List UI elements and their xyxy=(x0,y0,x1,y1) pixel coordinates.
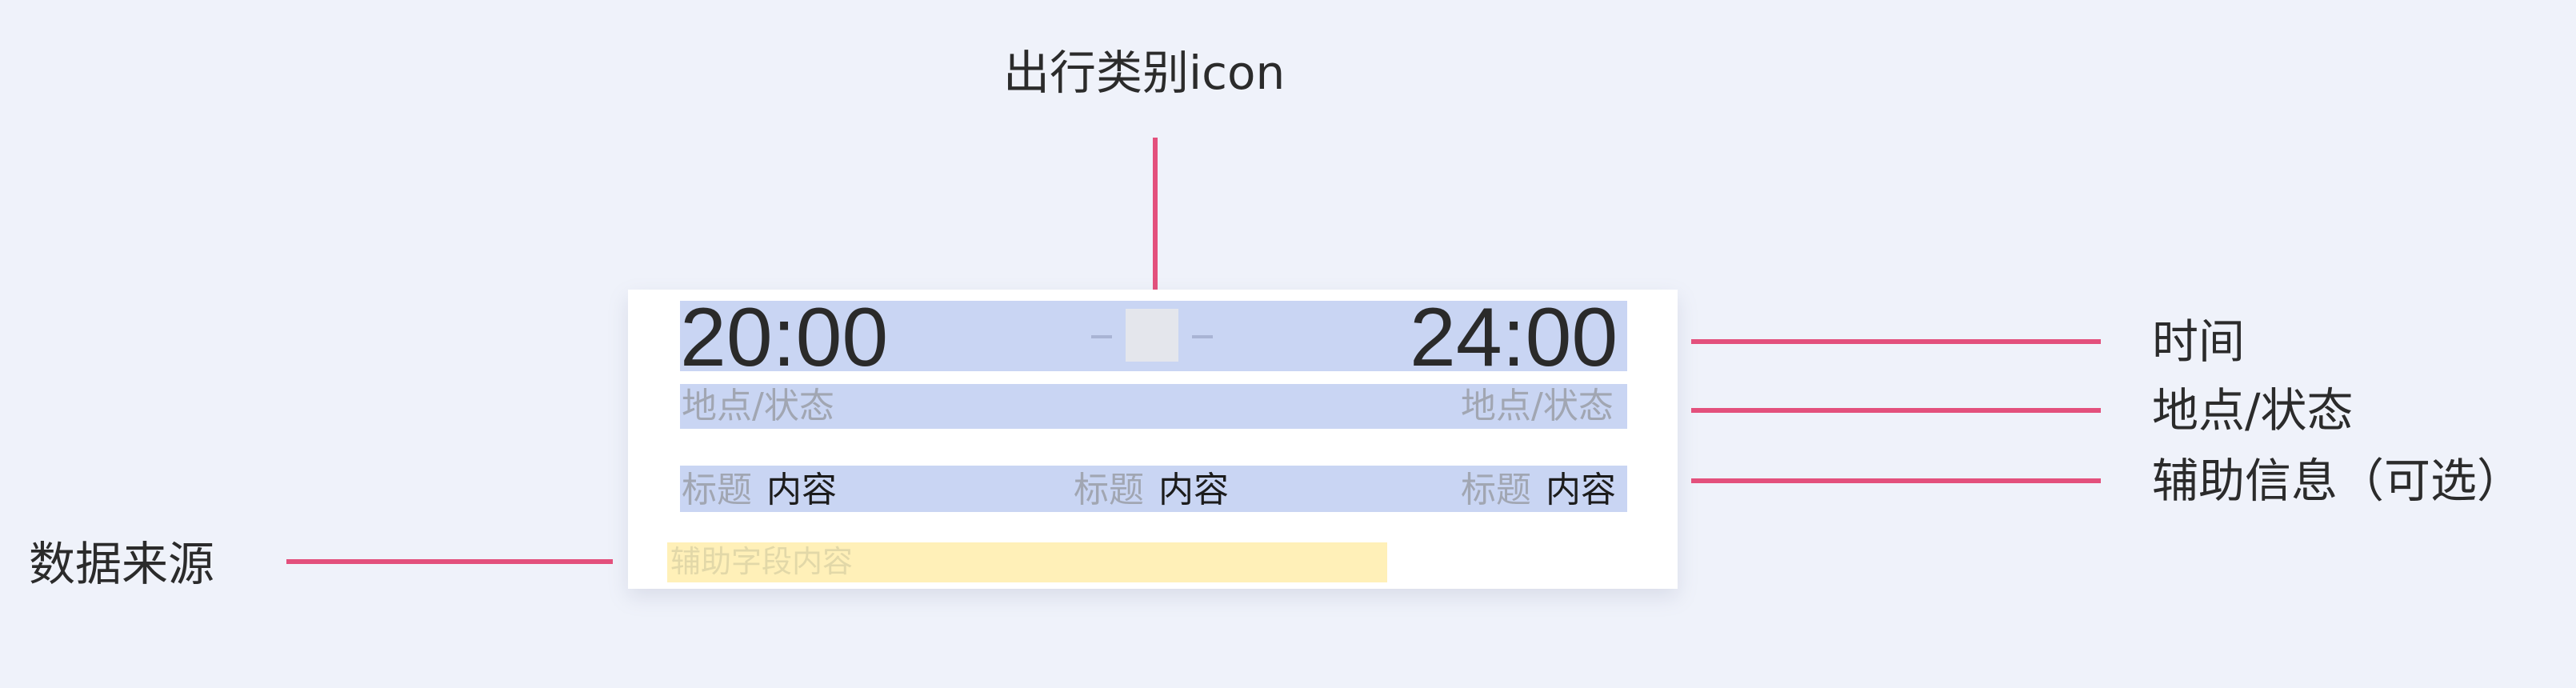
start-time: 20:00 xyxy=(680,291,889,384)
aux-row-highlight xyxy=(680,466,1627,512)
location-row-highlight xyxy=(680,384,1627,429)
location-pointer-line xyxy=(1691,408,2101,413)
info-content: 内容 xyxy=(766,470,837,510)
time-pointer-line xyxy=(1691,339,2101,344)
aux-pointer-line xyxy=(1691,478,2101,483)
icon-annotation-label: 出行类别icon xyxy=(1003,46,1286,100)
info-title: 标题 xyxy=(1074,470,1144,510)
info-item-2: 标题 内容 xyxy=(1074,470,1229,510)
source-pointer-line xyxy=(286,559,613,564)
time-annotation-label: 时间 xyxy=(2152,314,2246,369)
end-time: 24:00 xyxy=(1410,291,1618,384)
location-right: 地点/状态 xyxy=(1461,386,1614,426)
location-left: 地点/状态 xyxy=(682,386,834,426)
info-content: 内容 xyxy=(1158,470,1229,510)
travel-category-icon xyxy=(1126,309,1178,362)
dash-right xyxy=(1192,335,1213,338)
aux-annotation-label: 辅助信息（可选） xyxy=(2152,454,2524,508)
info-title: 标题 xyxy=(682,470,752,510)
dash-left xyxy=(1091,335,1112,338)
source-annotation-label: 数据来源 xyxy=(29,537,215,591)
info-content: 内容 xyxy=(1546,470,1616,510)
source-row-highlight xyxy=(667,542,1387,582)
info-item-3: 标题 内容 xyxy=(1461,470,1616,510)
source-text: 辅助字段内容 xyxy=(670,544,854,579)
info-item-1: 标题 内容 xyxy=(682,470,837,510)
info-title: 标题 xyxy=(1461,470,1531,510)
location-annotation-label: 地点/状态 xyxy=(2152,383,2354,438)
icon-pointer-line xyxy=(1153,138,1158,338)
